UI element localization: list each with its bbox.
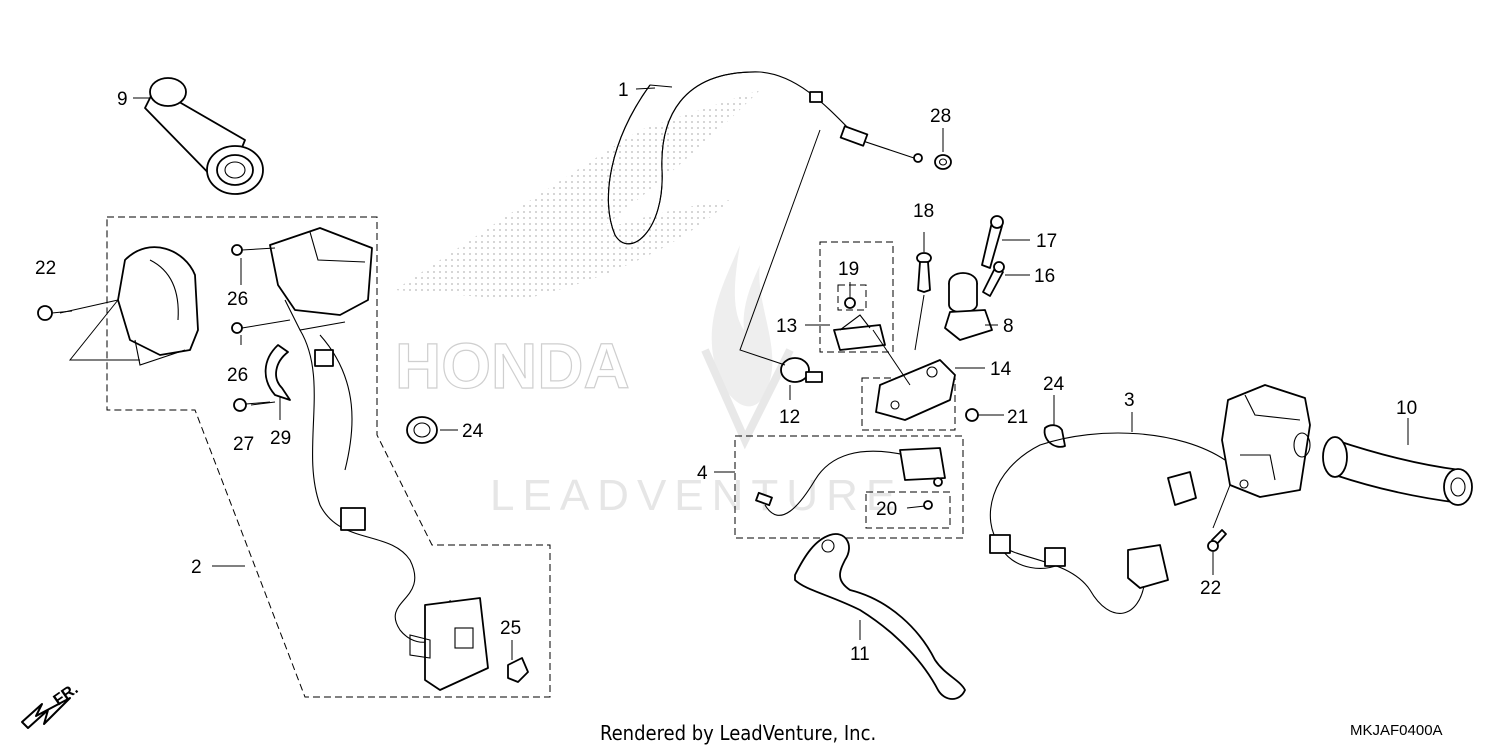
assembly-outline-2 [106, 216, 551, 698]
clutch-lever-11[interactable] [794, 533, 966, 700]
callout-14: 14 [990, 359, 1012, 380]
pin-18[interactable] [916, 252, 932, 293]
clip-29[interactable] [264, 344, 291, 401]
clutch-switch-4[interactable] [755, 447, 946, 516]
watermark-company-text: LEADVENTURE [490, 471, 903, 520]
callout-21: 21 [1007, 407, 1028, 428]
callout-22-left: 22 [35, 258, 56, 279]
assembly-outline-19 [837, 284, 867, 311]
clutch-cable[interactable] [607, 71, 923, 245]
assembly-outline-4 [734, 435, 964, 539]
holder-8[interactable] [944, 272, 993, 341]
diagram-code: MKJAF0400A [1350, 722, 1443, 739]
assembly-outline-20 [865, 491, 951, 529]
bolt-16[interactable] [982, 261, 1005, 297]
screw-22-left[interactable] [37, 305, 73, 321]
callout-24-right: 24 [1043, 374, 1065, 395]
grommet-24-left[interactable] [406, 416, 438, 444]
callout-13: 13 [776, 316, 797, 337]
front-direction-indicator: FR. [21, 681, 81, 729]
callout-29: 29 [270, 428, 291, 449]
callout-19: 19 [838, 259, 859, 280]
callout-25: 25 [500, 618, 521, 639]
callout-3: 3 [1124, 390, 1135, 411]
watermark-honda-logo: HONDA [394, 90, 760, 403]
arrow-down-left-icon [21, 697, 71, 729]
callout-22-right: 22 [1200, 578, 1221, 599]
lever-bracket-14[interactable] [875, 359, 956, 421]
callout-4: 4 [697, 463, 708, 484]
callout-9: 9 [117, 89, 128, 110]
left-grip[interactable] [144, 77, 264, 195]
watermark-leadventure-logo: LEADVENTURE [490, 245, 903, 520]
clip-25[interactable] [507, 657, 529, 683]
callout-12: 12 [779, 407, 800, 428]
callout-26-bottom: 26 [227, 365, 248, 386]
right-grip[interactable] [1322, 436, 1473, 506]
screw-22-right[interactable] [1207, 529, 1227, 552]
left-switch-harness[interactable] [299, 329, 489, 691]
left-handlebar-switch[interactable] [231, 227, 373, 334]
callout-26-top: 26 [227, 289, 248, 310]
callout-18: 18 [913, 201, 934, 222]
pivot-bolt-12[interactable] [780, 357, 823, 383]
callout-17: 17 [1036, 231, 1057, 252]
callout-labels: 9 1 28 22 26 26 27 29 24 25 2 18 17 16 1… [35, 80, 1417, 665]
bracket-13[interactable] [833, 314, 886, 351]
bolt-17[interactable] [981, 215, 1004, 269]
callout-1: 1 [618, 80, 629, 101]
callout-11: 11 [850, 644, 870, 665]
screw-19[interactable] [844, 297, 856, 309]
rendered-by-credit: Rendered by LeadVenture, Inc. [600, 721, 876, 745]
assembly-outline-13 [819, 241, 894, 353]
watermark-brand-text: HONDA [395, 330, 630, 402]
leader-lines [59, 84, 1409, 660]
callout-10: 10 [1396, 398, 1417, 419]
callout-20: 20 [876, 499, 897, 520]
clamp-24-right[interactable] [1043, 424, 1066, 448]
nut-21[interactable] [965, 408, 979, 422]
right-switch-harness[interactable] [989, 432, 1226, 614]
callout-8: 8 [1003, 316, 1014, 337]
callout-28: 28 [930, 106, 951, 127]
callout-2: 2 [191, 557, 202, 578]
callout-24-left: 24 [462, 421, 484, 442]
nut-28[interactable] [934, 154, 952, 170]
right-handlebar-switch[interactable] [1221, 384, 1311, 498]
screw-20[interactable] [923, 500, 933, 510]
left-switch-cover[interactable] [117, 246, 199, 366]
screw-27[interactable] [233, 398, 271, 412]
callout-27: 27 [233, 434, 254, 455]
callout-16: 16 [1034, 266, 1055, 287]
